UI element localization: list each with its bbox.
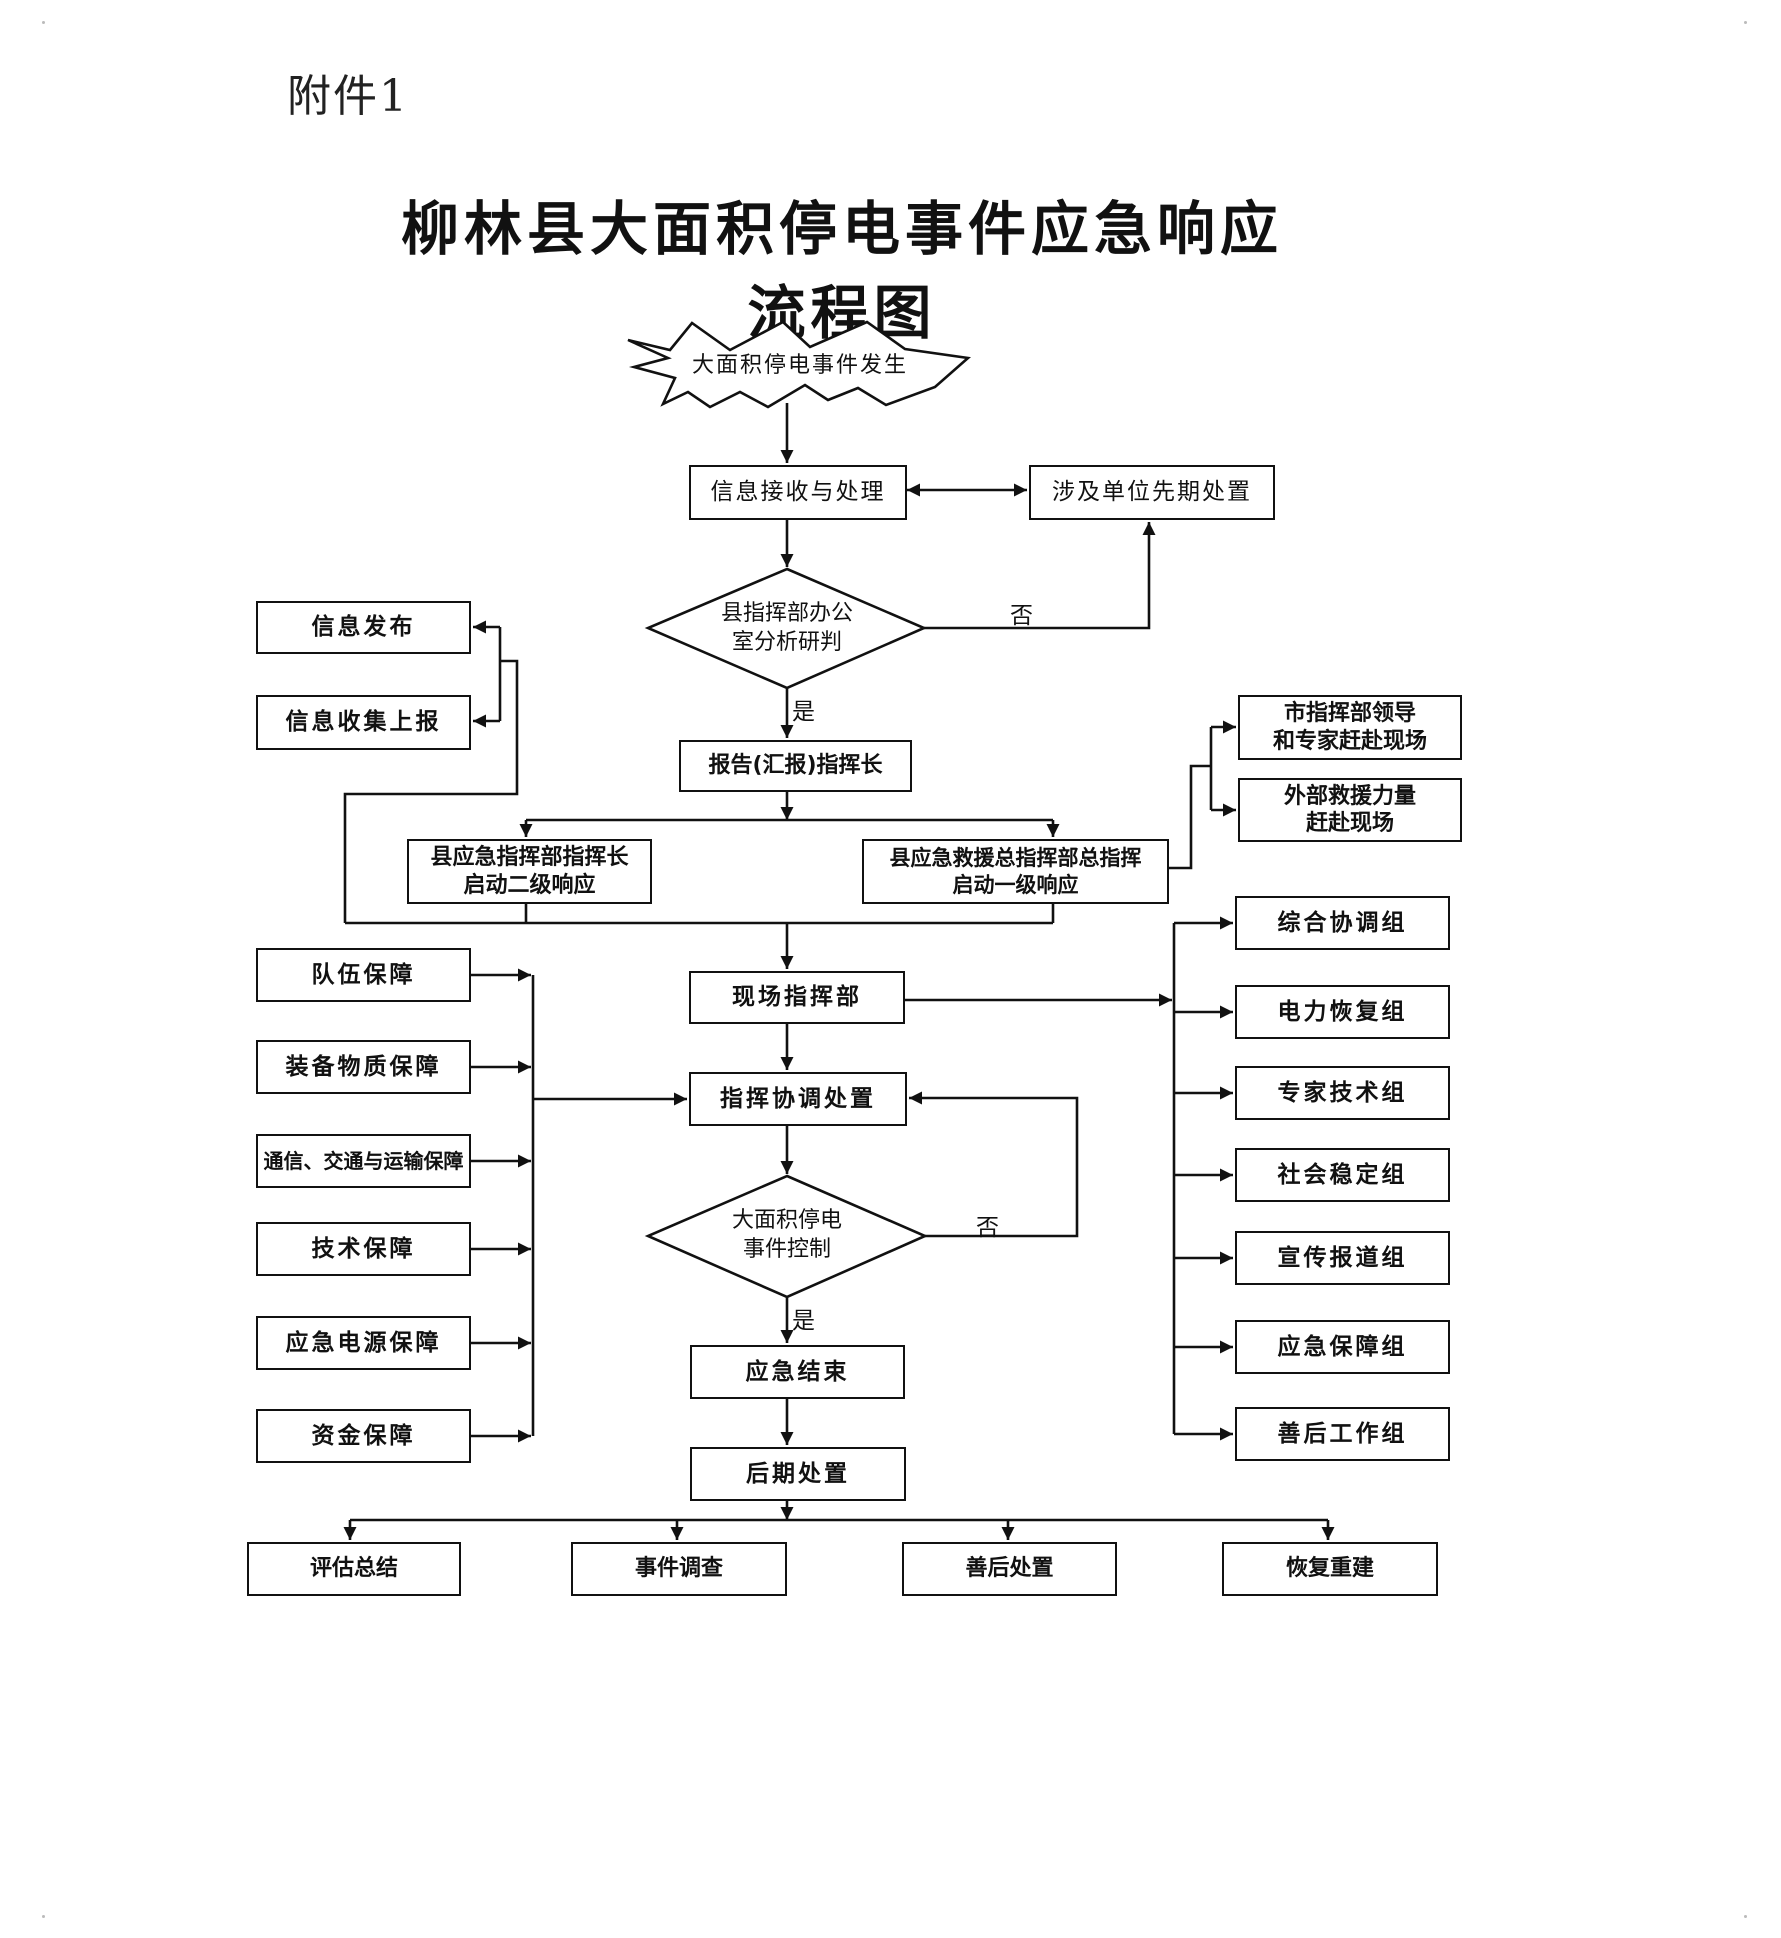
edge-label-no-control: 否: [976, 1215, 999, 1241]
support-box: 队伍保障: [256, 948, 471, 1002]
level1-to-external-link: [1169, 764, 1211, 870]
support-box: 技术保障: [256, 1222, 471, 1276]
post-task-box: 评估总结: [247, 1542, 461, 1596]
attachment-label: 附件1: [287, 71, 409, 122]
decision-control-text: 大面积停电 事件控制: [731, 1208, 842, 1262]
edge-label-yes-analysis: 是: [792, 699, 815, 725]
onsite-command-box: 现场指挥部: [689, 971, 905, 1024]
group-box: 综合协调组: [1235, 896, 1450, 950]
support-box: 通信、交通与运输保障: [256, 1134, 471, 1188]
info-collect-report-box: 信息收集上报: [256, 695, 471, 750]
level2-response-box: 县应急指挥部指挥长 启动二级响应: [407, 839, 652, 904]
decision-analysis-text: 县指挥部办公 室分析研判: [720, 601, 853, 655]
coordinate-dispose-box: 指挥协调处置: [689, 1072, 907, 1126]
group-box: 电力恢复组: [1235, 985, 1450, 1039]
group-box: 社会稳定组: [1235, 1148, 1450, 1202]
info-receive-box: 信息接收与处理: [689, 465, 907, 520]
city-leaders-box: 市指挥部领导 和专家赶赴现场: [1238, 695, 1462, 760]
post-task-box: 事件调查: [571, 1542, 787, 1596]
support-box: 装备物质保障: [256, 1040, 471, 1094]
corner-mark-bottom-left: [42, 1915, 45, 1918]
start-node: 大面积停电事件发生: [691, 352, 908, 378]
info-release-box: 信息发布: [256, 601, 471, 654]
corner-mark-bottom-right: [1744, 1915, 1747, 1918]
group-box: 善后工作组: [1235, 1407, 1450, 1461]
group-box: 专家技术组: [1235, 1066, 1450, 1120]
page-title: 柳林县大面积停电事件应急响应流程图: [400, 195, 1283, 347]
start-burst-shape: [627, 320, 971, 409]
corner-mark-top-right: [1744, 21, 1747, 24]
support-box: 资金保障: [256, 1409, 471, 1463]
report-commander-box: 报告(汇报)指挥长: [679, 740, 912, 792]
group-box: 应急保障组: [1235, 1320, 1450, 1374]
edge-label-yes-control: 是: [792, 1308, 815, 1334]
support-box: 应急电源保障: [256, 1316, 471, 1370]
group-box: 宣传报道组: [1235, 1231, 1450, 1285]
emergency-end-box: 应急结束: [690, 1345, 905, 1399]
info-loop-link: [343, 659, 519, 923]
edge-label-no-analysis: 否: [1010, 603, 1033, 629]
corner-mark-top-left: [42, 21, 45, 24]
post-task-box: 善后处置: [902, 1542, 1117, 1596]
post-disposal-box: 后期处置: [690, 1447, 906, 1501]
external-rescue-box: 外部救援力量 赶赴现场: [1238, 778, 1462, 842]
arrow-analysis-no: [924, 522, 1156, 630]
level1-response-box: 县应急救援总指挥部总指挥 启动一级响应: [862, 839, 1169, 904]
arrow-control-no: [909, 1091, 1079, 1238]
post-task-box: 恢复重建: [1222, 1542, 1438, 1596]
early-disposal-box: 涉及单位先期处置: [1029, 465, 1275, 520]
